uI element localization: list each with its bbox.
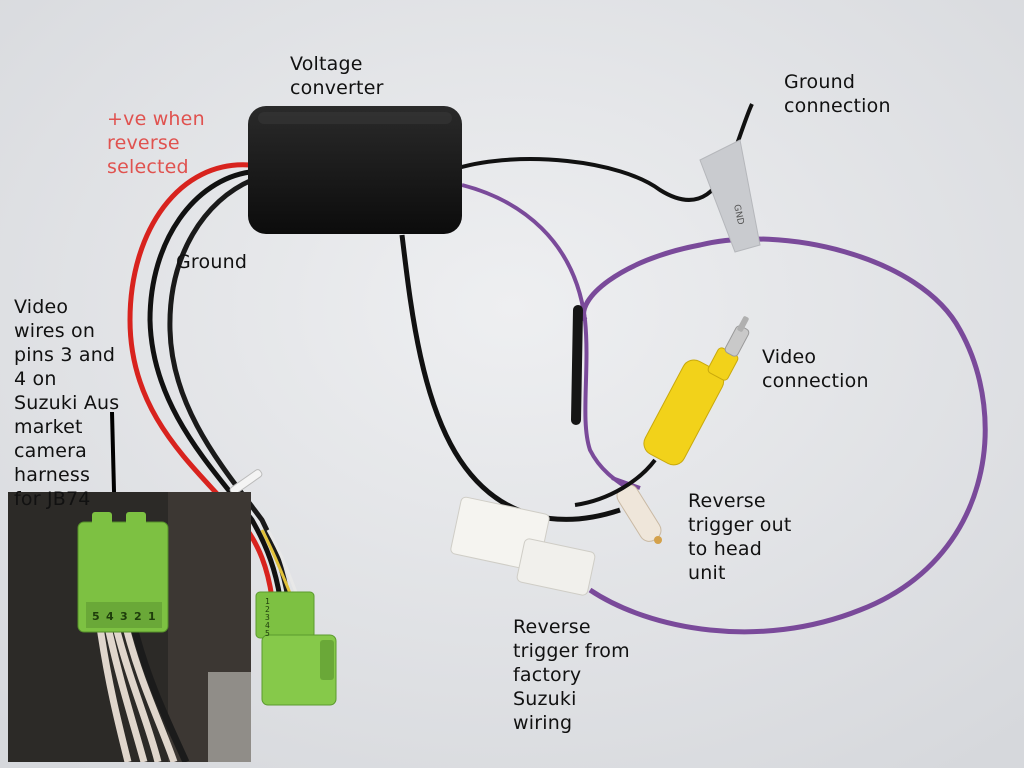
inset-pin-4: 4 xyxy=(106,610,114,623)
red-harness-wire xyxy=(127,162,275,599)
white-trigger-connector xyxy=(450,496,596,596)
inset-pin-5: 5 xyxy=(92,610,100,623)
black-wire-to-white-connector xyxy=(399,234,621,522)
label-reverse-trigger-from: Reverse trigger from factory Suzuki wiri… xyxy=(513,616,630,734)
label-reverse-trigger-out: Reverse trigger out to head unit xyxy=(688,490,792,584)
connector-pin-5: 5 xyxy=(265,629,270,638)
label-ground-connection: Ground connection xyxy=(784,71,891,117)
label-video-connection: Video connection xyxy=(762,346,869,392)
inset-black-wire xyxy=(130,626,190,762)
green-camera-connector xyxy=(255,591,337,706)
label-ground: Ground xyxy=(176,251,248,273)
inset-pin-3: 3 xyxy=(120,610,128,623)
ground-wire xyxy=(457,103,754,202)
purple-loop-wire xyxy=(581,236,988,635)
yellow-rca-connector xyxy=(574,316,750,507)
inset-harness-photo: 5 4 3 2 1 xyxy=(8,492,251,762)
inset-light-patch xyxy=(208,672,251,762)
inset-wires xyxy=(96,626,178,762)
inset-photo-drawing: 5 4 3 2 1 xyxy=(8,492,251,762)
label-positive-reverse: +ve when reverse selected xyxy=(107,108,205,178)
inset-pin-1: 1 xyxy=(148,610,156,623)
voltage-converter-box xyxy=(248,106,462,234)
gnd-tape-text: GND xyxy=(731,204,745,226)
connector-pin-3: 3 xyxy=(265,613,270,622)
label-video-wires-note: Video wires on pins 3 and 4 on Suzuki Au… xyxy=(14,296,120,510)
purple-trigger-wire xyxy=(461,183,632,492)
connector-pin-2: 2 xyxy=(265,605,270,614)
inset-green-connector xyxy=(77,512,169,633)
label-voltage-converter: Voltage converter xyxy=(290,53,384,99)
inset-pin-2: 2 xyxy=(134,610,142,623)
heatshrink-sleeve xyxy=(571,305,583,425)
connector-pin-1: 1 xyxy=(265,597,270,606)
gnd-tape-label xyxy=(699,139,761,253)
black-harness-wire-2 xyxy=(167,177,291,599)
connector-pin-4: 4 xyxy=(265,621,270,630)
black-harness-wire-1 xyxy=(147,169,283,599)
